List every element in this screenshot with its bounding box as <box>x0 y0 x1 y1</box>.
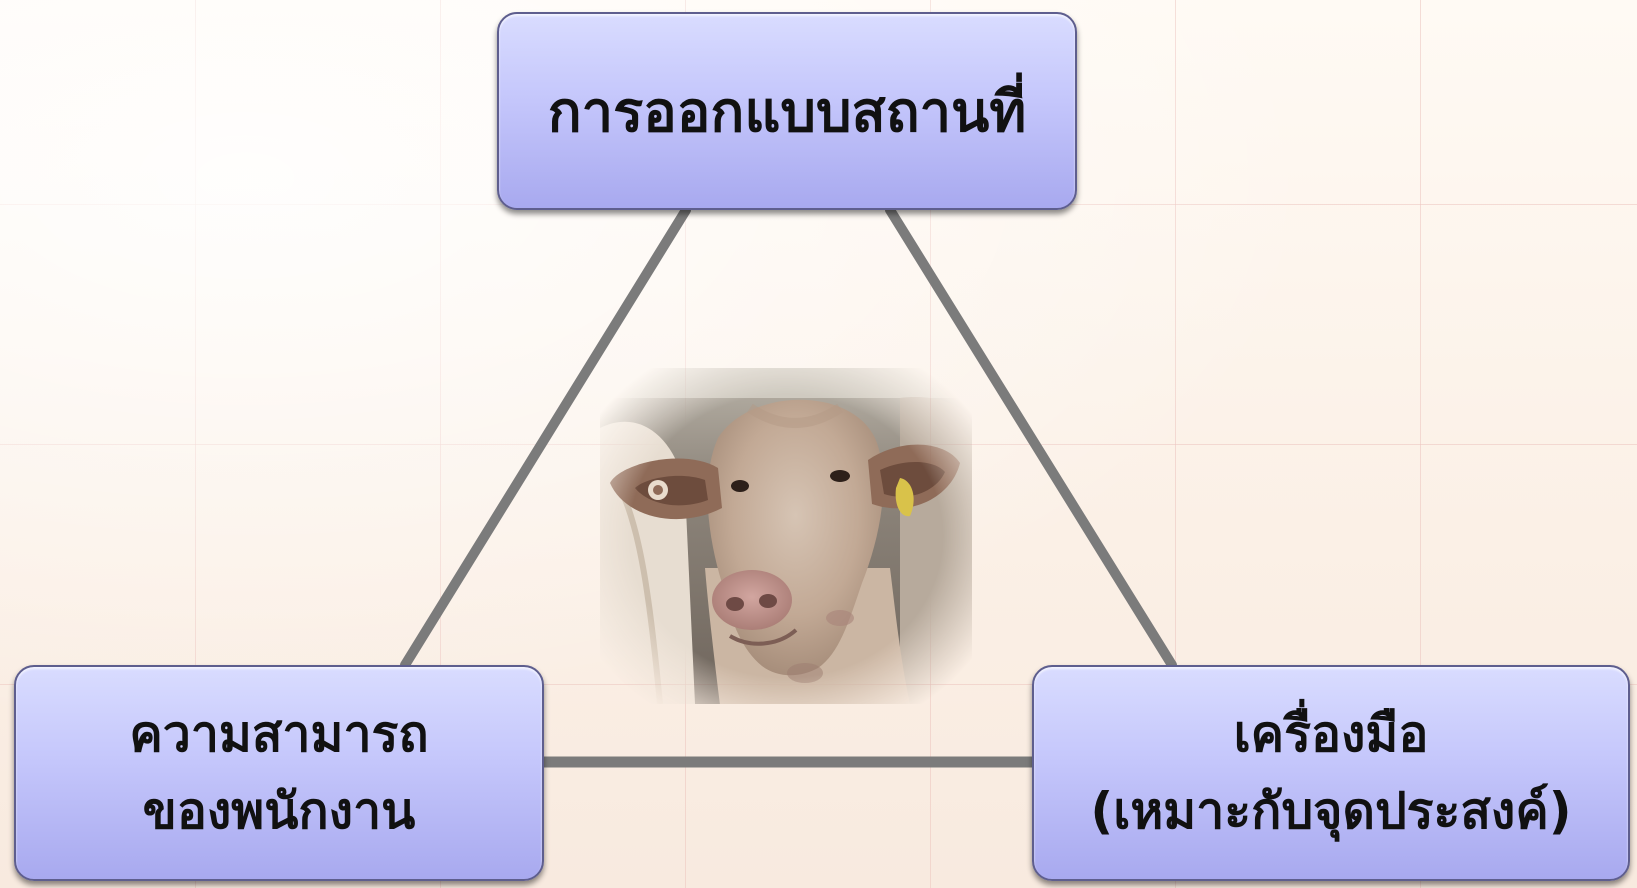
connector-top-left <box>400 205 691 670</box>
node-equipment: เครื่องมือ (เหมาะกับจุดประสงค์) <box>1032 665 1630 881</box>
node-equipment-line1: เครื่องมือ <box>1233 704 1429 763</box>
node-staff-capability-line2: ของพนักงาน <box>142 782 416 840</box>
node-staff-capability: ความสามารถ ของพนักงาน <box>14 665 544 881</box>
node-staff-capability-line1: ความสามารถ <box>129 704 429 763</box>
node-venue-design-label: การออกแบบสถานที่ <box>547 79 1027 145</box>
node-venue-design: การออกแบบสถานที่ <box>497 12 1077 210</box>
cow-photo <box>600 368 972 704</box>
connector-top-right <box>885 205 1177 670</box>
node-equipment-line2: (เหมาะกับจุดประสงค์) <box>1090 782 1572 840</box>
